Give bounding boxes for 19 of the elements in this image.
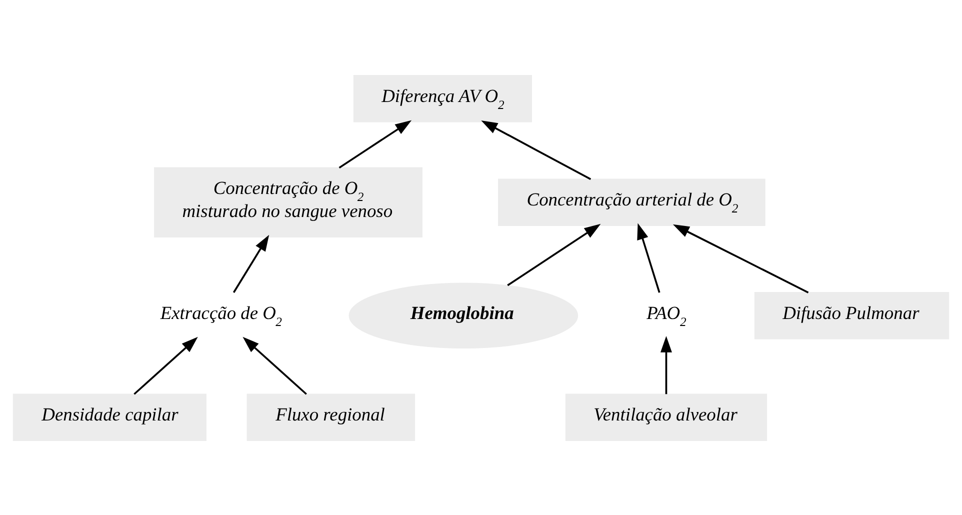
node-box: Ventilação alveolar: [565, 393, 768, 440]
node-box: Fluxo regional: [246, 393, 416, 440]
arrow: [232, 234, 270, 293]
arrow: [507, 223, 601, 286]
node-box: Concentração arterial de O$_{2}$: [498, 178, 766, 226]
node-text: Extracção de O$_{2}$: [160, 302, 282, 328]
node-ellipse: Hemoglobina: [348, 282, 578, 348]
arrow: [637, 222, 660, 292]
arrow: [672, 224, 809, 293]
node-box: Diferença AV O$_{2}$: [353, 74, 532, 122]
arrow: [481, 120, 592, 180]
arrow: [338, 120, 412, 168]
node-text: PAO$_{2}$: [646, 302, 686, 328]
node-box: Densidade capilar: [12, 393, 206, 440]
arrow: [242, 336, 307, 394]
node-box: Concentração de O$_{2}$ misturado no sangue venoso: [154, 166, 423, 237]
arrow: [660, 335, 672, 394]
node-box: Difusão Pulmonar: [754, 292, 950, 339]
arrow: [134, 336, 198, 394]
